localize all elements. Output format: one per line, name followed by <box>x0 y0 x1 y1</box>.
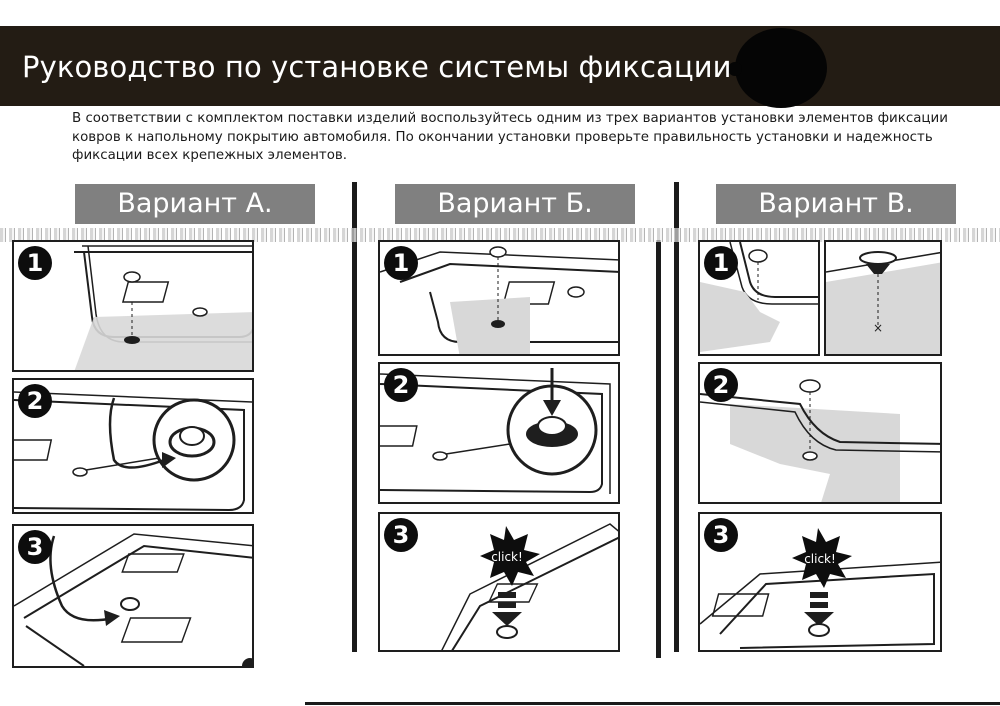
step-number: 1 <box>18 246 52 280</box>
variant-a-step-2-panel: 2 <box>12 378 254 514</box>
variant-a-label: Вариант А. <box>75 184 315 224</box>
variant-a-step-1-panel: 1 <box>12 240 254 372</box>
step-number: 3 <box>384 518 418 552</box>
step-number: 2 <box>18 384 52 418</box>
click-label: click! <box>491 550 523 564</box>
variant-v-step-1b-drawing: × <box>826 242 942 356</box>
variant-a-step-3-panel: 3 <box>12 524 254 668</box>
click-label: click! <box>804 552 836 566</box>
step-number: 2 <box>704 368 738 402</box>
variant-v-step-1b-panel: × <box>824 240 942 356</box>
variant-v-step-3-panel: click! 3 <box>698 512 942 652</box>
column-divider-2 <box>674 182 679 652</box>
bottom-rule <box>305 702 1000 705</box>
page-title: Руководство по установке системы фиксаци… <box>22 50 732 84</box>
svg-text:×: × <box>873 321 883 335</box>
variant-b-label: Вариант Б. <box>395 184 635 224</box>
variant-b-step-3-panel: click! 3 <box>378 512 620 652</box>
variant-v-step-1a-panel: 1 <box>698 240 820 356</box>
step-number: 2 <box>384 368 418 402</box>
column-divider-2-lower <box>656 240 661 658</box>
variant-b-step-2-panel: 2 <box>378 362 620 504</box>
intro-paragraph: В соответствии с комплектом поставки изд… <box>72 110 972 166</box>
header-decor-circle <box>735 28 827 108</box>
variant-b-step-1-panel: 1 <box>378 240 620 356</box>
step-number: 3 <box>18 530 52 564</box>
step-number: 1 <box>704 246 738 280</box>
step-number: 1 <box>384 246 418 280</box>
variant-v-step-2-panel: 2 <box>698 362 942 504</box>
column-divider-1 <box>352 182 357 652</box>
variant-v-label: Вариант В. <box>716 184 956 224</box>
step-number: 3 <box>704 518 738 552</box>
